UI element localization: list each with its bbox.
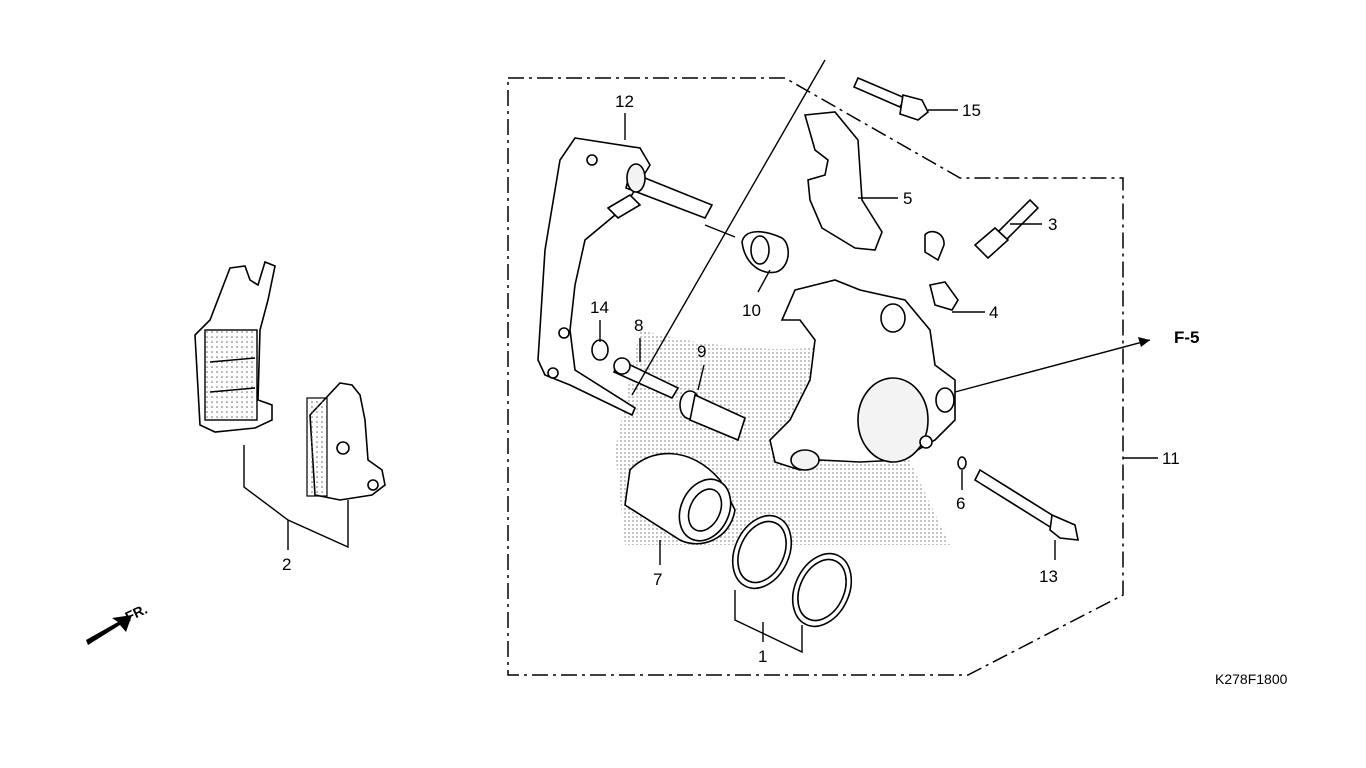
slide-pin-small [612,357,680,400]
label-part-12: 12 [615,92,634,111]
brake-pad-left [194,260,276,433]
pin-boot [741,230,789,274]
piston [624,452,736,545]
reference-label: F-5 [1174,328,1200,347]
label-part-3: 3 [1048,215,1057,234]
label-part-15: 15 [962,101,981,120]
caliper-body [769,279,956,471]
label-part-6: 6 [956,494,965,513]
mounting-bolt [852,76,930,121]
pin-bolt [973,468,1079,541]
piston-seals [731,514,853,628]
label-part-11: 11 [1162,449,1180,468]
pad-spring [803,111,883,251]
label-part-9: 9 [697,342,706,361]
slide-pin-large [679,390,746,442]
label-part-4: 4 [989,303,998,322]
label-part-8: 8 [634,316,643,335]
caliper-assembly-boundary [507,77,1124,676]
label-part-2: 2 [282,555,291,574]
label-part-1: 1 [758,647,767,666]
front-direction-label: FR. [123,601,150,625]
washer [957,456,967,470]
label-part-10: 10 [742,301,761,320]
bushing [591,339,609,361]
label-part-7: 7 [653,570,662,589]
brake-pad-right [306,382,386,501]
bleed-valve [973,198,1040,260]
label-part-14: 14 [590,298,609,317]
caliper-bracket [537,137,714,417]
bleed-cap [924,230,959,311]
front-direction-arrow: FR. [86,601,150,645]
diagram-code: K278F1800 [1215,671,1288,687]
leader-lines [243,59,1158,654]
label-part-13: 13 [1039,567,1058,586]
label-part-5: 5 [903,189,912,208]
